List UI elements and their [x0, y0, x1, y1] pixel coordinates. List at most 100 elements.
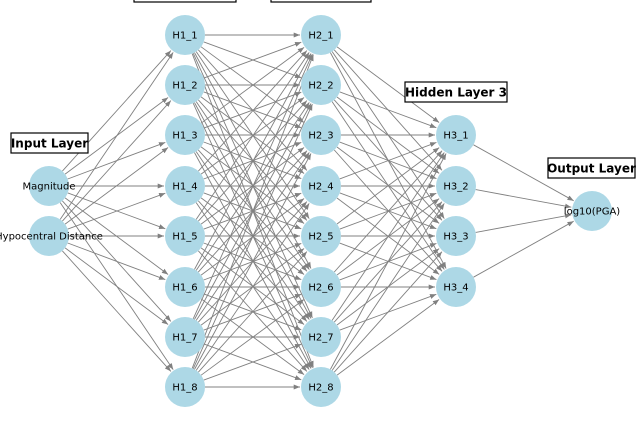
node-label-magnitude: Magnitude — [23, 182, 76, 193]
edges-group — [59, 32, 574, 390]
node-label-h2-8: H2_8 — [308, 383, 333, 394]
node-h1-2: H1_2 — [165, 65, 205, 105]
node-circle-h1-4 — [165, 166, 205, 206]
layer-titles-group: Input Layer Hidden Layer 3 Output Layer — [10, 0, 636, 179]
node-h2-5: H2_5 — [301, 216, 341, 256]
layer-title-box-hidden-2 — [270, 0, 372, 3]
edge-h3-2-to-log10-pga- — [475, 189, 572, 209]
node-label-h3-4: H3_4 — [443, 283, 468, 294]
edge-hypocentral-distance-to-h1-3 — [64, 147, 169, 225]
edge-h3-4-to-log10-pga- — [473, 220, 574, 278]
node-circle-h2-5 — [301, 216, 341, 256]
edge-h1-5-to-h2-1 — [195, 52, 310, 220]
node-circle-h3-1 — [436, 115, 476, 155]
edge-h1-8-to-h2-4 — [195, 203, 310, 371]
node-circle-h1-8 — [165, 367, 205, 407]
node-label-h2-6: H2_6 — [308, 283, 333, 294]
node-label-hypocentral-distance: Hypocentral Distance — [0, 232, 103, 243]
node-circle-magnitude — [29, 166, 69, 206]
edge-h3-1-to-log10-pga- — [473, 144, 574, 202]
edge-h2-4-to-h3-1 — [339, 141, 437, 180]
edge-h2-7-to-h3-1 — [331, 152, 445, 321]
node-label-h3-1: H3_1 — [443, 131, 468, 142]
layer-title-box-hidden-3 — [404, 81, 508, 103]
edge-h1-8-to-h2-2 — [192, 103, 313, 369]
node-h2-2: H2_2 — [301, 65, 341, 105]
node-h2-7: H2_7 — [301, 317, 341, 357]
edge-hypocentral-distance-to-h1-2 — [62, 100, 172, 222]
edge-h2-8-to-h3-1 — [330, 153, 447, 370]
node-circle-h1-6 — [165, 267, 205, 307]
edge-h1-8-to-h2-3 — [194, 153, 312, 370]
node-circle-h3-4 — [436, 267, 476, 307]
node-circle-h3-3 — [436, 216, 476, 256]
node-h2-6: H2_6 — [301, 267, 341, 307]
node-label-h1-4: H1_4 — [172, 182, 197, 193]
node-label-h1-7: H1_7 — [172, 333, 197, 344]
node-h2-4: H2_4 — [301, 166, 341, 206]
node-label-h2-3: H2_3 — [308, 131, 333, 142]
edge-h2-3-to-h3-3 — [336, 146, 440, 224]
node-circle-h1-7 — [165, 317, 205, 357]
edge-h2-2-to-h3-1 — [339, 91, 437, 129]
edge-h2-5-to-h3-1 — [336, 147, 440, 225]
edge-hypocentral-distance-to-h1-1 — [59, 52, 174, 220]
edge-h1-3-to-h2-2 — [203, 91, 302, 129]
edge-hypocentral-distance-to-h1-6 — [67, 242, 166, 281]
node-label-h2-5: H2_5 — [308, 232, 333, 243]
edge-h1-7-to-h2-1 — [192, 53, 313, 319]
edge-h2-8-to-h3-3 — [333, 251, 443, 373]
edge-h1-3-to-h2-1 — [200, 47, 305, 124]
node-h1-6: H1_6 — [165, 267, 205, 307]
layer-title-hidden-3: Hidden Layer 3 — [405, 86, 507, 100]
node-label-h2-4: H2_4 — [308, 182, 333, 193]
node-magnitude: Magnitude — [23, 166, 76, 206]
node-circle-hypocentral-distance — [29, 216, 69, 256]
node-h2-3: H2_3 — [301, 115, 341, 155]
node-label-h2-2: H2_2 — [308, 81, 333, 92]
edge-h1-8-to-h2-5 — [198, 251, 308, 373]
node-label-log10-pga: log10(PGA) — [564, 207, 620, 218]
edge-h1-8-to-h2-1 — [191, 54, 314, 369]
node-circle-h1-1 — [165, 15, 205, 55]
layer-title-box-input — [10, 132, 89, 154]
node-h1-7: H1_7 — [165, 317, 205, 357]
node-h1-5: H1_5 — [165, 216, 205, 256]
node-circle-h1-3 — [165, 115, 205, 155]
node-h2-1: H2_1 — [301, 15, 341, 55]
node-circle-h2-8 — [301, 367, 341, 407]
node-h1-1: H1_1 — [165, 15, 205, 55]
edge-h3-3-to-log10-pga- — [475, 213, 572, 233]
edge-hypocentral-distance-to-h1-7 — [64, 247, 169, 325]
edge-h1-8-to-h2-7 — [203, 343, 302, 381]
node-h3-3: H3_3 — [436, 216, 476, 256]
node-circle-h2-4 — [301, 166, 341, 206]
layer-title-box-hidden-1 — [133, 0, 237, 3]
node-hypocentral-distance: Hypocentral Distance — [0, 216, 103, 256]
layer-title-box-output — [547, 157, 636, 179]
node-label-h2-1: H2_1 — [308, 31, 333, 42]
node-h3-1: H3_1 — [436, 115, 476, 155]
node-label-h1-3: H1_3 — [172, 131, 197, 142]
node-circle-h2-7 — [301, 317, 341, 357]
node-circle-h2-2 — [301, 65, 341, 105]
node-label-h3-3: H3_3 — [443, 232, 468, 243]
edge-h2-6-to-h3-1 — [333, 150, 443, 273]
edge-h2-8-to-h3-2 — [331, 203, 445, 371]
node-label-h2-7: H2_7 — [308, 333, 333, 344]
layer-title-output: Output Layer — [547, 162, 636, 176]
node-circle-h1-5 — [165, 216, 205, 256]
layer-title-input: Input Layer — [11, 137, 88, 151]
node-log10-pga: log10(PGA) — [564, 191, 620, 231]
node-label-h1-1: H1_1 — [172, 31, 197, 42]
node-circle-h1-2 — [165, 65, 205, 105]
edge-h1-5-to-h2-8 — [198, 250, 308, 372]
edge-h2-8-to-h3-4 — [336, 299, 440, 376]
edge-h1-8-to-h2-6 — [200, 299, 305, 376]
node-circle-log10-pga — [572, 191, 612, 231]
node-h1-8: H1_8 — [165, 367, 205, 407]
edge-h1-6-to-h2-1 — [194, 53, 312, 270]
node-label-h1-5: H1_5 — [172, 232, 197, 243]
